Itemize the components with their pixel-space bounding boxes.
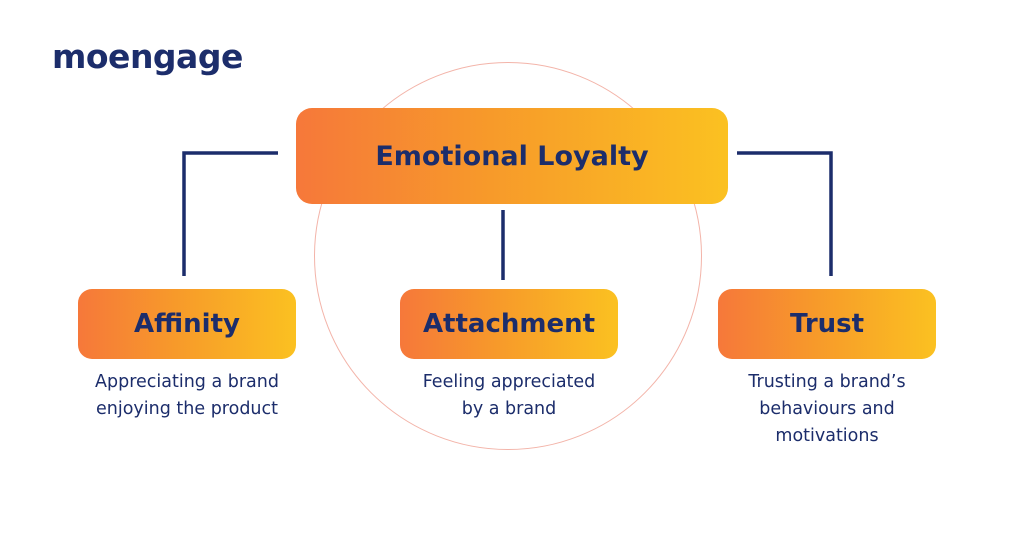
trust-description-line: Trusting a brand’s	[748, 372, 906, 392]
affinity-description-line: enjoying the product	[96, 399, 278, 420]
trust-node: Trust	[718, 289, 936, 359]
attachment-node: Attachment	[400, 289, 618, 359]
affinity-node: Affinity	[78, 289, 296, 359]
emotional-loyalty-label: Emotional Loyalty	[375, 140, 649, 172]
attachment-label: Attachment	[422, 309, 596, 339]
attachment-description-line: by a brand	[461, 399, 557, 420]
trust-description-line: behaviours and	[759, 399, 895, 420]
trust-label: Trust	[789, 309, 865, 339]
brand-logo: moengage	[52, 37, 243, 76]
connector-trust	[737, 151, 833, 276]
affinity-description-line: Appreciating a brand	[95, 372, 279, 392]
emotional-loyalty-node: Emotional Loyalty	[296, 108, 728, 204]
affinity-description: Appreciating a brand enjoying the produc…	[57, 369, 317, 423]
connector-affinity	[182, 151, 278, 276]
affinity-label: Affinity	[134, 309, 240, 339]
trust-description: Trusting a brand’s behaviours and motiva…	[697, 369, 957, 450]
background-circle	[314, 62, 702, 450]
trust-description-line: motivations	[775, 426, 879, 447]
attachment-description: Feeling appreciated by a brand	[379, 369, 639, 423]
attachment-description-line: Feeling appreciated	[422, 372, 596, 392]
